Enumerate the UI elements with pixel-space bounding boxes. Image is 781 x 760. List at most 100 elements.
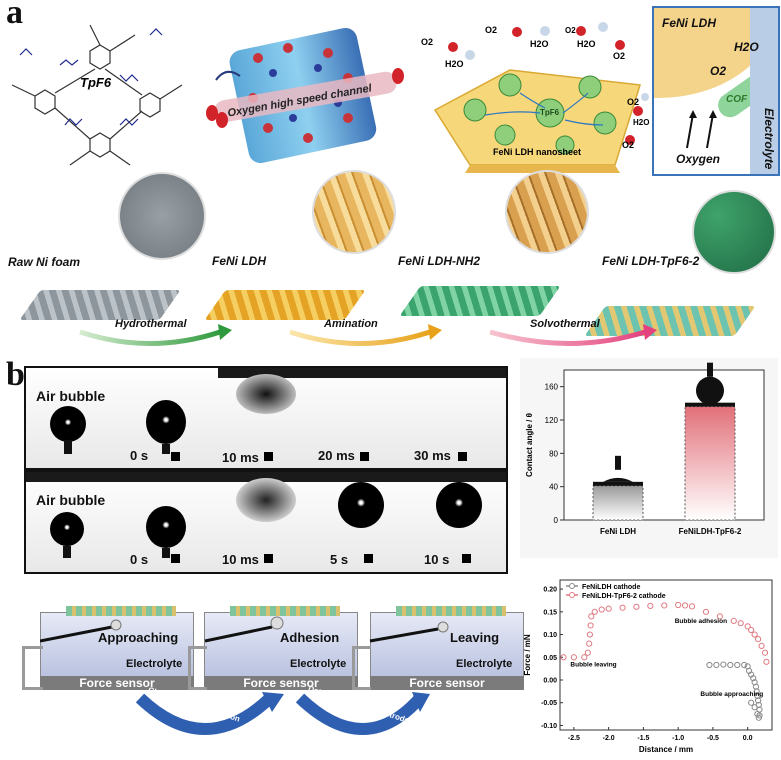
contact-bar-1 (684, 406, 736, 521)
contact-xtick-label: FeNi LDH (600, 527, 636, 536)
bubble-frame-1 (50, 406, 86, 442)
step-amination: Amination (324, 318, 378, 330)
bubble-frame-10 (436, 482, 482, 528)
step-solvothermal: Solvothermal (530, 318, 600, 330)
zoom-circle-ldh (312, 170, 396, 254)
cell-electrolyte-1: Electrolyte (126, 658, 183, 670)
force-point-s1 (730, 617, 737, 625)
droplet-flat (603, 477, 633, 482)
stage-label-raw-ni: Raw Ni foam (8, 255, 81, 269)
contact-bar-0 (592, 485, 644, 521)
step-hydrothermal: Hydrothermal (115, 318, 187, 330)
force-point-s0 (754, 710, 761, 718)
force-point-s0 (741, 661, 748, 669)
stage-label-feni-ldh-nh2: FeNi LDH-NH2 (398, 254, 481, 268)
force-point-s1 (702, 608, 710, 615)
stage-label-feni-ldh: FeNi LDH (212, 254, 266, 268)
force-point-s0 (754, 697, 762, 704)
row2-time-4: 10 s (424, 552, 450, 567)
cell-electrolyte-3: Electrolyte (456, 658, 513, 670)
force-xtick-label: -1.0 (672, 735, 684, 742)
inset-h2o: H2O (734, 40, 759, 54)
gas-label-4: H2O (530, 39, 549, 49)
inset-title: FeNi LDH (662, 16, 716, 30)
force-xlabel: Distance / mm (639, 745, 693, 754)
legend-label-0: FeNiLDH cathode (582, 584, 640, 591)
force-ytick-label: -0.10 (541, 723, 557, 730)
force-xtick-label: -2.0 (603, 735, 615, 742)
force-point-s1 (586, 631, 593, 638)
force-point-s1 (619, 604, 626, 611)
tpf6-label: TpF6 (80, 75, 112, 90)
force-point-s1 (744, 623, 751, 630)
force-xtick-label: -1.5 (637, 735, 649, 742)
contact-ytick-label: 40 (549, 483, 558, 492)
contact-xtick-label: FeNiLDH-TpF6-2 (679, 527, 742, 536)
row2-time-1: 0 s (130, 552, 149, 567)
force-point-s0 (706, 661, 713, 669)
row1-time-1: 0 s (130, 448, 149, 463)
force-point-s1 (751, 631, 758, 638)
cell-action-leaving: Leaving (450, 630, 500, 645)
panel-letter-a: a (6, 0, 23, 31)
electrode-strip-1 (66, 606, 176, 616)
force-point-s1 (748, 626, 755, 634)
force-ylabel: Force / mN (523, 634, 532, 676)
inset-electrolyte: Electrolyte (762, 108, 776, 170)
zoom-circle-ldh-tpf6 (692, 190, 776, 274)
force-point-s1 (588, 613, 595, 620)
force-sensor-3: Force sensor (370, 676, 524, 690)
electrode-strip-2 (230, 606, 340, 616)
force-point-s1 (737, 620, 744, 627)
force-point-s0 (713, 661, 720, 669)
contact-ytick-label: 120 (545, 416, 559, 425)
wire-1 (22, 646, 43, 690)
row2-time-3: 5 s (330, 552, 349, 567)
wire-3 (352, 646, 371, 690)
force-point-s0 (755, 714, 762, 721)
force-xtick-label: -2.5 (568, 735, 580, 742)
contact-bar-surface-0 (593, 481, 643, 486)
force-point-s1 (688, 603, 696, 610)
force-sensor-1: Force sensor (40, 676, 194, 690)
gas-label-3: O2 (485, 25, 497, 35)
droplet-needle-1 (707, 362, 713, 377)
cof-stack-illustration: Oxygen high speed channel (206, 27, 404, 164)
zoom-circle-ni-foam (118, 172, 206, 260)
force-point-s1 (560, 654, 567, 661)
gas-label-2: H2O (445, 59, 464, 69)
inset-o2: O2 (710, 64, 727, 78)
force-point-s1 (633, 603, 640, 610)
inset-oxygen: Oxygen (676, 152, 721, 166)
wire-2 (188, 646, 207, 690)
force-point-s0 (753, 688, 760, 695)
force-point-s0 (750, 675, 757, 682)
oxygen-arrows (686, 110, 717, 149)
force-point-s1 (716, 613, 723, 620)
force-point-s1 (581, 654, 588, 661)
electrode-strip-3 (396, 606, 506, 616)
legend-label-1: FeNiLDH-TpF6-2 cathode (582, 593, 666, 600)
force-point-s1 (675, 601, 682, 609)
force-ytick-label: 0.00 (543, 678, 557, 685)
gas-label-7: O2 (627, 97, 639, 107)
nanosheet-label: FeNi LDH nanosheet (493, 147, 581, 157)
droplet-round (696, 376, 724, 405)
force-point-s1 (763, 658, 770, 665)
row2-label: Air bubble (36, 492, 106, 508)
nanosheet-illustration: O2 H2O O2 H2O H2O O2 O2 O2 H2O O2 TpF6 F… (421, 22, 649, 173)
gas-label-8: O2 (622, 140, 634, 150)
legend-marker-0 (569, 583, 575, 589)
gas-label-5: H2O (577, 39, 596, 49)
bubble-frame-6 (50, 512, 84, 546)
force-point-s0 (751, 704, 758, 711)
cell-action-approaching: Approaching (98, 630, 179, 645)
force-xtick-label: 0.0 (743, 735, 753, 742)
force-chart-frame (559, 579, 773, 731)
force-ytick-label: 0.10 (543, 632, 557, 639)
bubble-frame-7 (146, 506, 186, 548)
force-point-s0 (720, 661, 727, 668)
bubble-frame-2 (146, 400, 186, 444)
probe-needles (40, 616, 449, 643)
force-point-s1 (591, 608, 598, 615)
